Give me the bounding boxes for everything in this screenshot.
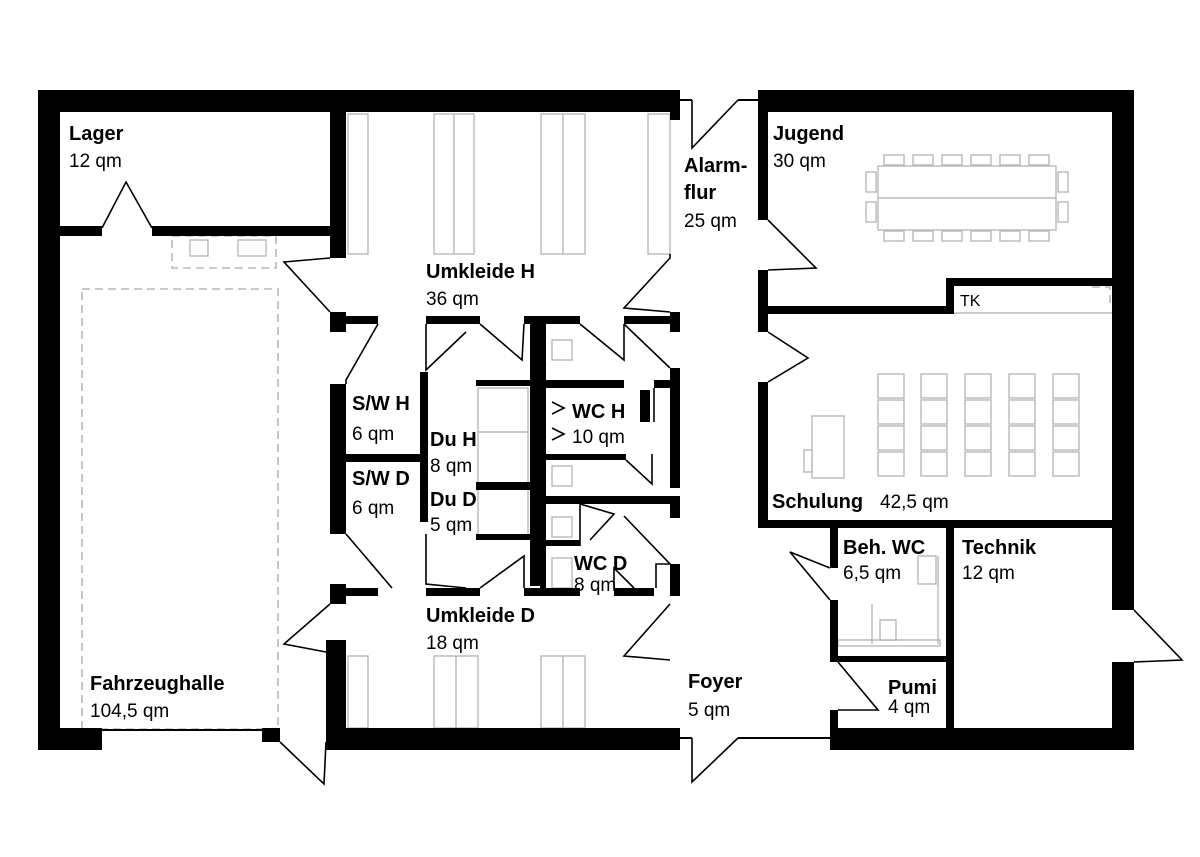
room-area-fahrzeughalle: 104,5 qm xyxy=(90,701,169,722)
room-name-wc-h: WC H xyxy=(572,401,625,423)
chairs xyxy=(865,154,1069,242)
toilet xyxy=(551,465,573,487)
door-sw-d-inner xyxy=(425,534,467,589)
room-name-pumi: Pumi xyxy=(888,677,937,699)
room-area-foyer: 5 qm xyxy=(688,700,730,721)
door-jugend xyxy=(767,219,818,271)
toilet xyxy=(917,555,937,585)
door-umkleide-d-left xyxy=(282,603,331,653)
seats xyxy=(877,373,1080,477)
outer-wall xyxy=(1112,90,1134,610)
sink xyxy=(879,619,897,641)
door-sw-d xyxy=(345,533,393,589)
door-umkleide-h-left xyxy=(282,257,331,313)
outer-wall xyxy=(38,90,60,750)
room-area-sw-h: 6 qm xyxy=(352,424,394,445)
room-name-schulung: Schulung xyxy=(772,491,863,513)
room-area-du-h: 8 qm xyxy=(430,456,472,477)
outer-wall xyxy=(326,728,680,750)
vehicle-outline xyxy=(81,288,279,730)
room-area-schulung: 42,5 qm xyxy=(880,492,949,513)
outer-wall xyxy=(38,90,680,112)
thin-lines xyxy=(102,99,830,739)
door-pumi xyxy=(837,661,880,711)
toilet xyxy=(551,516,573,538)
room-area-technik: 12 qm xyxy=(962,563,1015,584)
room-labels: Lager 12 qm Alarm- flur 25 qm Jugend 30 … xyxy=(69,123,1037,722)
desk xyxy=(811,415,845,479)
door-foyer-exit xyxy=(691,737,739,784)
door-sw-h xyxy=(345,323,379,384)
bench xyxy=(647,113,671,255)
outer-wall xyxy=(38,728,102,750)
outer-wall xyxy=(830,728,1134,750)
room-name-fahrzeughalle: Fahrzeughalle xyxy=(90,673,224,695)
room-area-sw-d: 6 qm xyxy=(352,498,394,519)
room-area-pumi: 4 qm xyxy=(888,697,930,718)
outer-wall xyxy=(262,728,280,742)
shower-cabin xyxy=(477,387,529,485)
door-wc-h-top xyxy=(579,323,625,362)
door-umkleide-h-right xyxy=(622,254,671,313)
room-name-alarmflur: Alarm- xyxy=(684,155,747,177)
door-hall-exit xyxy=(279,741,327,786)
urinal xyxy=(551,401,566,415)
door-lager xyxy=(101,180,153,229)
doors xyxy=(101,99,1184,786)
hall-box xyxy=(237,239,267,257)
door-schulung xyxy=(767,331,810,383)
door-beh-wc xyxy=(789,551,831,601)
room-area-umkleide-d: 18 qm xyxy=(426,633,479,654)
room-name-sw-d: S/W D xyxy=(352,468,410,490)
hall-box xyxy=(189,239,209,257)
room-area-beh-wc: 6,5 qm xyxy=(843,563,901,584)
furniture xyxy=(81,113,1112,730)
room-area-du-d: 5 qm xyxy=(430,515,472,536)
room-name-jugend: Jugend xyxy=(773,123,844,145)
chair xyxy=(803,449,813,473)
bench xyxy=(347,655,369,729)
door-umkleide-d-right xyxy=(622,603,671,661)
room-name-umkleide-d: Umkleide D xyxy=(426,605,535,627)
room-area-lager: 12 qm xyxy=(69,151,122,172)
room-area-wc-h: 10 qm xyxy=(572,427,625,448)
room-name-sw-h: S/W H xyxy=(352,393,410,415)
door-wc-d-inner xyxy=(579,502,616,546)
door-technik-exit xyxy=(1133,609,1184,663)
room-area-umkleide-h: 36 qm xyxy=(426,289,479,310)
room-name-alarmflur-2: flur xyxy=(684,182,716,204)
room-name-lager: Lager xyxy=(69,123,124,145)
toilet xyxy=(551,557,573,589)
door-wc-h-inner xyxy=(625,454,653,486)
walls xyxy=(38,90,1134,750)
door-sw-h-inner xyxy=(425,324,467,372)
room-name-technik: Technik xyxy=(962,537,1037,559)
room-area-alarmflur: 25 qm xyxy=(684,211,737,232)
door-alarmflur xyxy=(691,99,739,150)
urinal xyxy=(551,427,566,441)
room-name-umkleide-h: Umkleide H xyxy=(426,261,535,283)
room-name-foyer: Foyer xyxy=(688,671,743,693)
room-name-tk: TK xyxy=(960,293,981,310)
door-shower-h xyxy=(479,323,525,362)
room-name-beh-wc: Beh. WC xyxy=(843,537,925,559)
room-name-du-h: Du H xyxy=(430,429,477,451)
door-wc-d xyxy=(623,515,672,588)
room-area-jugend: 30 qm xyxy=(773,151,826,172)
room-name-wc-d: WC D xyxy=(574,553,627,575)
toilet xyxy=(551,339,573,361)
door-shower-d xyxy=(479,554,525,589)
outer-wall xyxy=(758,90,1134,112)
room-name-du-d: Du D xyxy=(430,489,477,511)
room-area-wc-d: 8 qm xyxy=(574,575,616,596)
shower-cabin xyxy=(477,487,529,537)
bench xyxy=(347,113,369,255)
